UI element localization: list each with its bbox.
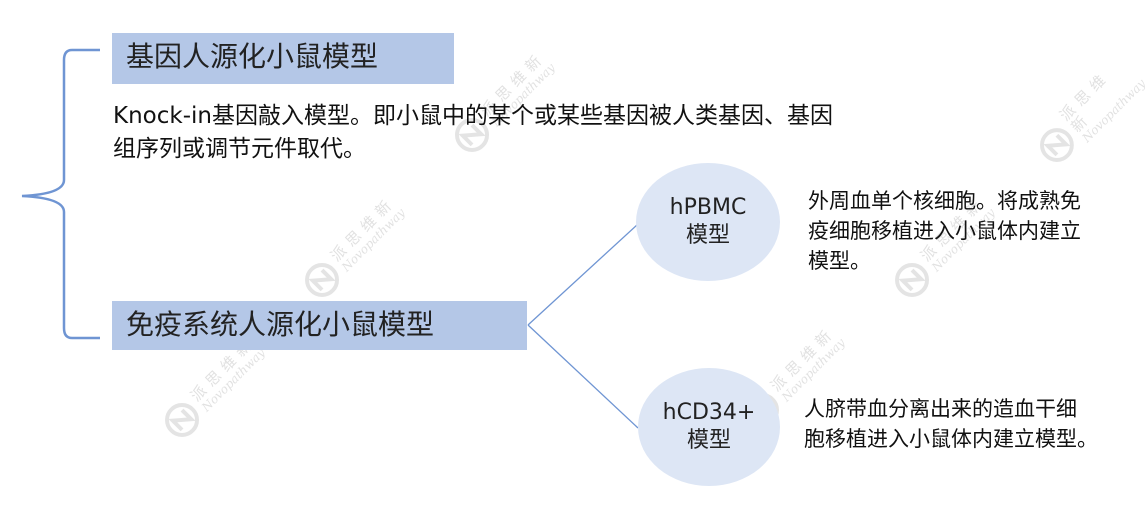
watermark: 派思维新 Novopathway xyxy=(158,332,270,444)
category-title-gene-humanized: 基因人源化小鼠模型 xyxy=(112,33,454,84)
watermark-logo-icon xyxy=(895,262,930,297)
subtype-name: hCD34+ xyxy=(662,400,756,425)
description-line: Knock-in基因敲入模型。即小鼠中的某个或某些基因被人类基因、基因 xyxy=(113,103,833,129)
left-brace xyxy=(21,48,100,340)
description-line: 疫细胞移植进入小鼠体内建立 xyxy=(808,219,1081,243)
watermark: 派思维新 Novopathway xyxy=(448,47,560,159)
watermark-logo-icon xyxy=(455,117,490,152)
watermark: 派思维新 Novopathway xyxy=(1029,54,1148,172)
watermark-logo-icon xyxy=(165,402,200,437)
subtype-description-hpbmc: 外周血单个核细胞。将成熟免 疫细胞移植进入小鼠体内建立 模型。 xyxy=(808,186,1138,276)
connector-to-hcd34 xyxy=(527,324,639,429)
category-title-text: 基因人源化小鼠模型 xyxy=(126,40,379,73)
watermark: 派思维新 Novopathway xyxy=(298,192,410,304)
category-title-immune-humanized: 免疫系统人源化小鼠模型 xyxy=(112,301,527,350)
description-line: 组序列或调节元件取代。 xyxy=(113,136,366,162)
category-title-text: 免疫系统人源化小鼠模型 xyxy=(126,308,435,341)
subtype-node-hpbmc: hPBMC 模型 xyxy=(636,163,780,281)
watermark-logo-icon xyxy=(305,262,340,297)
connector-to-hpbmc xyxy=(527,223,639,326)
watermark: 派思维新 Novopathway xyxy=(888,192,1000,304)
watermark-logo-icon xyxy=(1040,128,1074,162)
subtype-name-suffix: 模型 xyxy=(685,223,730,248)
subtype-node-hcd34: hCD34+ 模型 xyxy=(638,368,780,486)
subtype-name-suffix: 模型 xyxy=(686,428,731,453)
subtype-description-hcd34: 人脐带血分离出来的造血干细 胞移植进入小鼠体内建立模型。 xyxy=(804,394,1144,454)
description-line: 胞移植进入小鼠体内建立模型。 xyxy=(804,427,1098,451)
description-line: 模型。 xyxy=(808,249,871,273)
description-line: 人脐带血分离出来的造血干细 xyxy=(804,397,1077,421)
subtype-name: hPBMC xyxy=(669,195,747,220)
category-description: Knock-in基因敲入模型。即小鼠中的某个或某些基因被人类基因、基因 组序列或… xyxy=(113,100,1013,166)
description-line: 外周血单个核细胞。将成熟免 xyxy=(808,189,1081,213)
